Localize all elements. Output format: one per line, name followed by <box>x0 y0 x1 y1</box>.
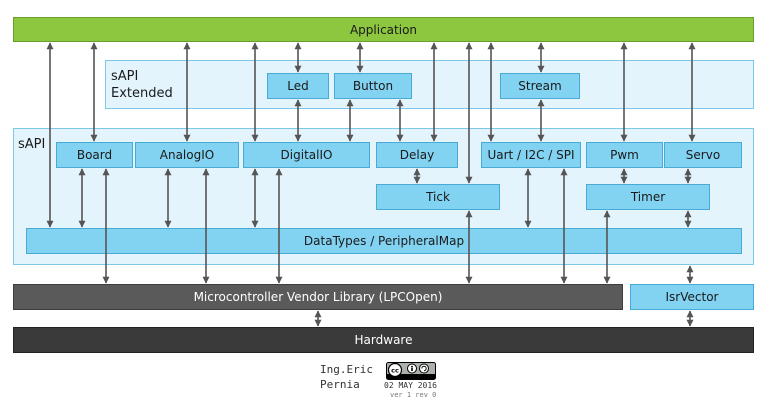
hardware-block: Hardware <box>13 327 754 353</box>
analogio-label: AnalogIO <box>159 148 215 162</box>
timer-module: Timer <box>586 184 710 210</box>
vendor-library-block: Microcontroller Vendor Library (LPCOpen) <box>13 284 623 310</box>
application-label: Application <box>349 22 418 37</box>
led-module: Led <box>267 73 329 99</box>
sapi-extended-label-line1: sAPI <box>111 69 139 84</box>
isrvector-label: IsrVector <box>665 290 719 304</box>
license-version: ver 1 rev 0 <box>390 391 437 399</box>
board-module: Board <box>56 142 133 168</box>
sapi-extended-label-line2: Extended <box>111 86 173 101</box>
author-line2: Pernia <box>320 378 360 391</box>
sapi-extended-region <box>105 60 754 109</box>
analogio-module: AnalogIO <box>135 142 239 168</box>
tick-label: Tick <box>426 190 450 204</box>
led-label: Led <box>287 79 309 93</box>
pwm-module: Pwm <box>586 142 663 168</box>
application-block: Application <box>13 17 754 42</box>
uart-i2c-spi-module: Uart / I2C / SPI <box>481 142 581 168</box>
svg-text:cc: cc <box>391 367 399 375</box>
datatypes-label: DataTypes / PeripheralMap <box>303 234 465 248</box>
stream-module: Stream <box>500 73 580 99</box>
uart-i2c-spi-label: Uart / I2C / SPI <box>487 148 575 162</box>
button-module: Button <box>334 73 412 99</box>
timer-label: Timer <box>630 190 666 204</box>
license-date: 02 MAY 2016 <box>384 381 437 390</box>
digitalio-module: DigitalIO <box>243 142 370 168</box>
vendor-library-label: Microcontroller Vendor Library (LPCOpen) <box>193 290 443 304</box>
tick-module: Tick <box>376 184 500 210</box>
stream-label: Stream <box>518 79 562 93</box>
author-credit: Ing.Eric Pernia <box>320 362 373 392</box>
sapi-extended-label: sAPI Extended <box>111 68 173 102</box>
cc-by-sa-icon: cc <box>386 362 436 380</box>
board-label: Board <box>76 148 113 162</box>
digitalio-label: DigitalIO <box>280 148 333 162</box>
servo-label: Servo <box>685 148 721 162</box>
delay-label: Delay <box>399 148 435 162</box>
sapi-label: sAPI <box>18 137 46 152</box>
delay-module: Delay <box>376 142 458 168</box>
isrvector-module: IsrVector <box>630 284 754 310</box>
pwm-label: Pwm <box>610 148 639 162</box>
button-label: Button <box>352 79 394 93</box>
datatypes-peripheralmap-module: DataTypes / PeripheralMap <box>26 228 742 254</box>
hardware-label: Hardware <box>354 333 413 347</box>
author-line1: Ing.Eric <box>320 363 373 376</box>
servo-module: Servo <box>664 142 742 168</box>
